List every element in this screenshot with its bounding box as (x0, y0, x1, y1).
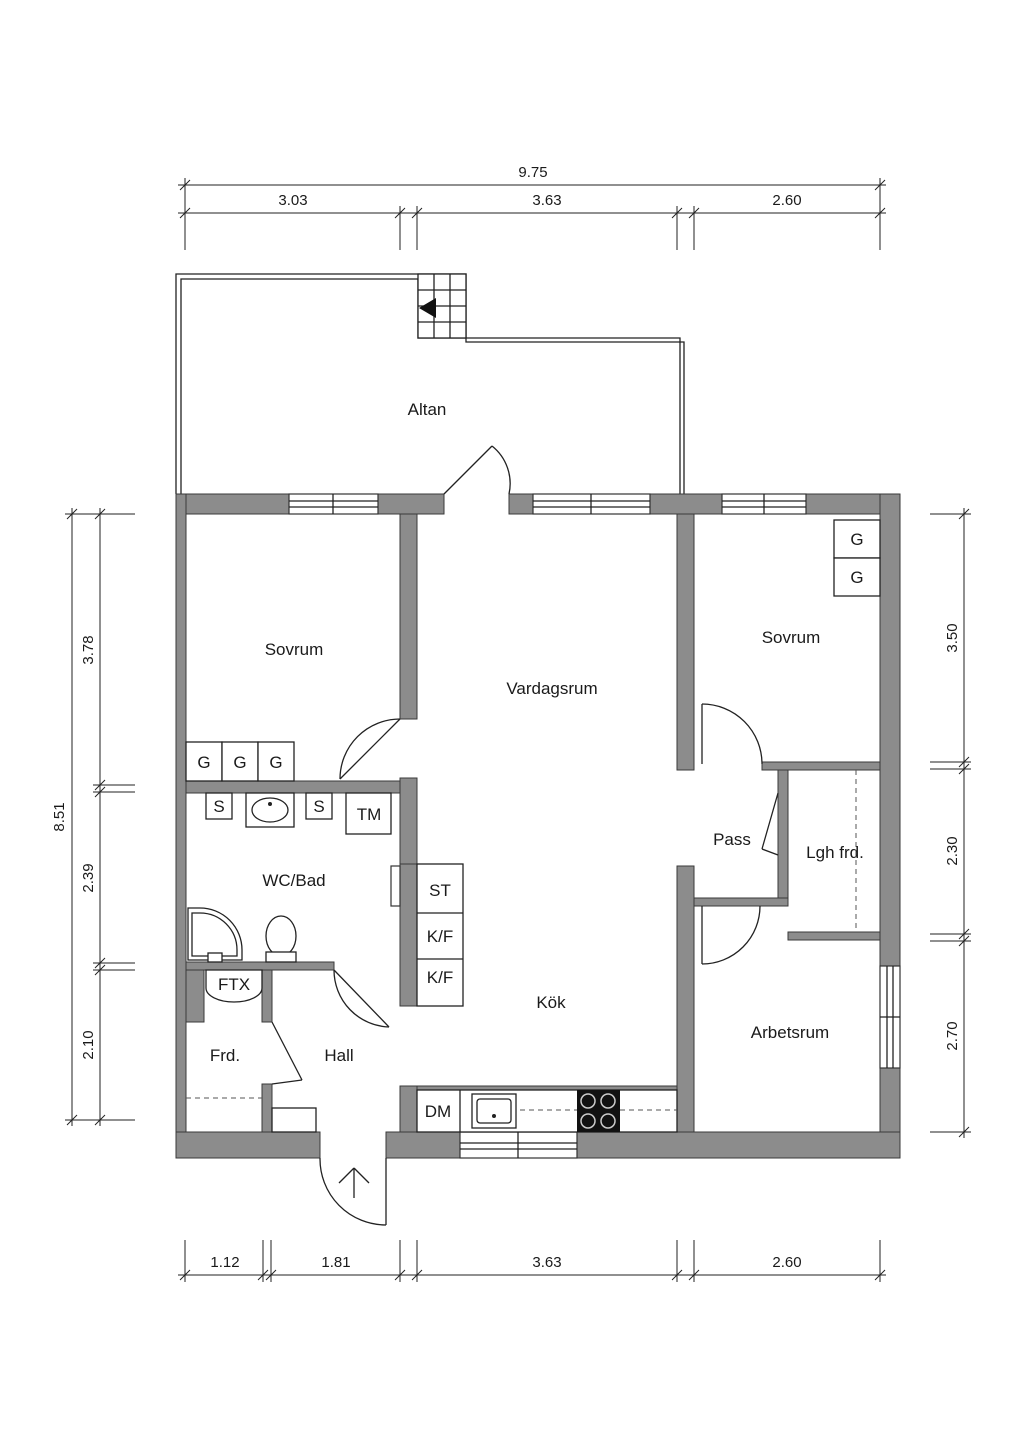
room-frd: Frd. (210, 1046, 240, 1065)
wardrobe-label: G (850, 530, 863, 549)
dim-left-3: 2.10 (80, 1030, 97, 1059)
washing-machine-label: TM (357, 805, 382, 824)
stair-arrow-icon (419, 298, 436, 318)
wardrobe-label: G (269, 753, 282, 772)
room-hall: Hall (324, 1046, 353, 1065)
dim-left-2: 2.39 (80, 863, 97, 892)
dim-bottom-4: 2.60 (772, 1254, 801, 1271)
wardrobe-label: G (233, 753, 246, 772)
room-sovrum-left: Sovrum (265, 640, 324, 659)
cabinet-label: S (313, 797, 324, 816)
dim-top-total: 9.75 (518, 164, 547, 181)
dim-bottom-2: 1.81 (321, 1254, 350, 1271)
room-lgh-frd: Lgh frd. (806, 843, 864, 862)
dim-bottom-3: 3.63 (532, 1254, 561, 1271)
room-arbetsrum: Arbetsrum (751, 1023, 829, 1042)
fixtures (185, 519, 881, 1133)
dim-right-2: 2.30 (944, 836, 961, 865)
room-pass: Pass (713, 830, 751, 849)
dim-bottom-1: 1.12 (210, 1254, 239, 1271)
dim-right-1: 3.50 (944, 623, 961, 652)
dim-top-1: 3.03 (278, 192, 307, 209)
dim-top-2: 3.63 (532, 192, 561, 209)
closet-label: ST (429, 881, 451, 900)
doors (271, 445, 779, 1226)
walls (175, 493, 901, 1159)
room-sovrum-right: Sovrum (762, 628, 821, 647)
cabinet-label: S (213, 797, 224, 816)
room-altan: Altan (408, 400, 447, 419)
ftx-label: FTX (218, 975, 250, 994)
room-vardagsrum: Vardagsrum (506, 679, 597, 698)
altan-outline (175, 273, 685, 494)
dim-right-3: 2.70 (944, 1021, 961, 1050)
wardrobe-label: G (197, 753, 210, 772)
dim-left-1: 3.78 (80, 635, 97, 664)
windows (288, 493, 901, 1159)
dishwasher-label: DM (425, 1102, 451, 1121)
room-wc-bad: WC/Bad (262, 871, 325, 890)
wardrobe-label: G (850, 568, 863, 587)
dim-top-3: 2.60 (772, 192, 801, 209)
dimension-lines (65, 178, 971, 1282)
dim-left-total: 8.51 (51, 802, 68, 831)
room-kok: Kök (536, 993, 566, 1012)
fridge-freezer-label: K/F (427, 927, 453, 946)
fridge-freezer-label: K/F (427, 968, 453, 987)
